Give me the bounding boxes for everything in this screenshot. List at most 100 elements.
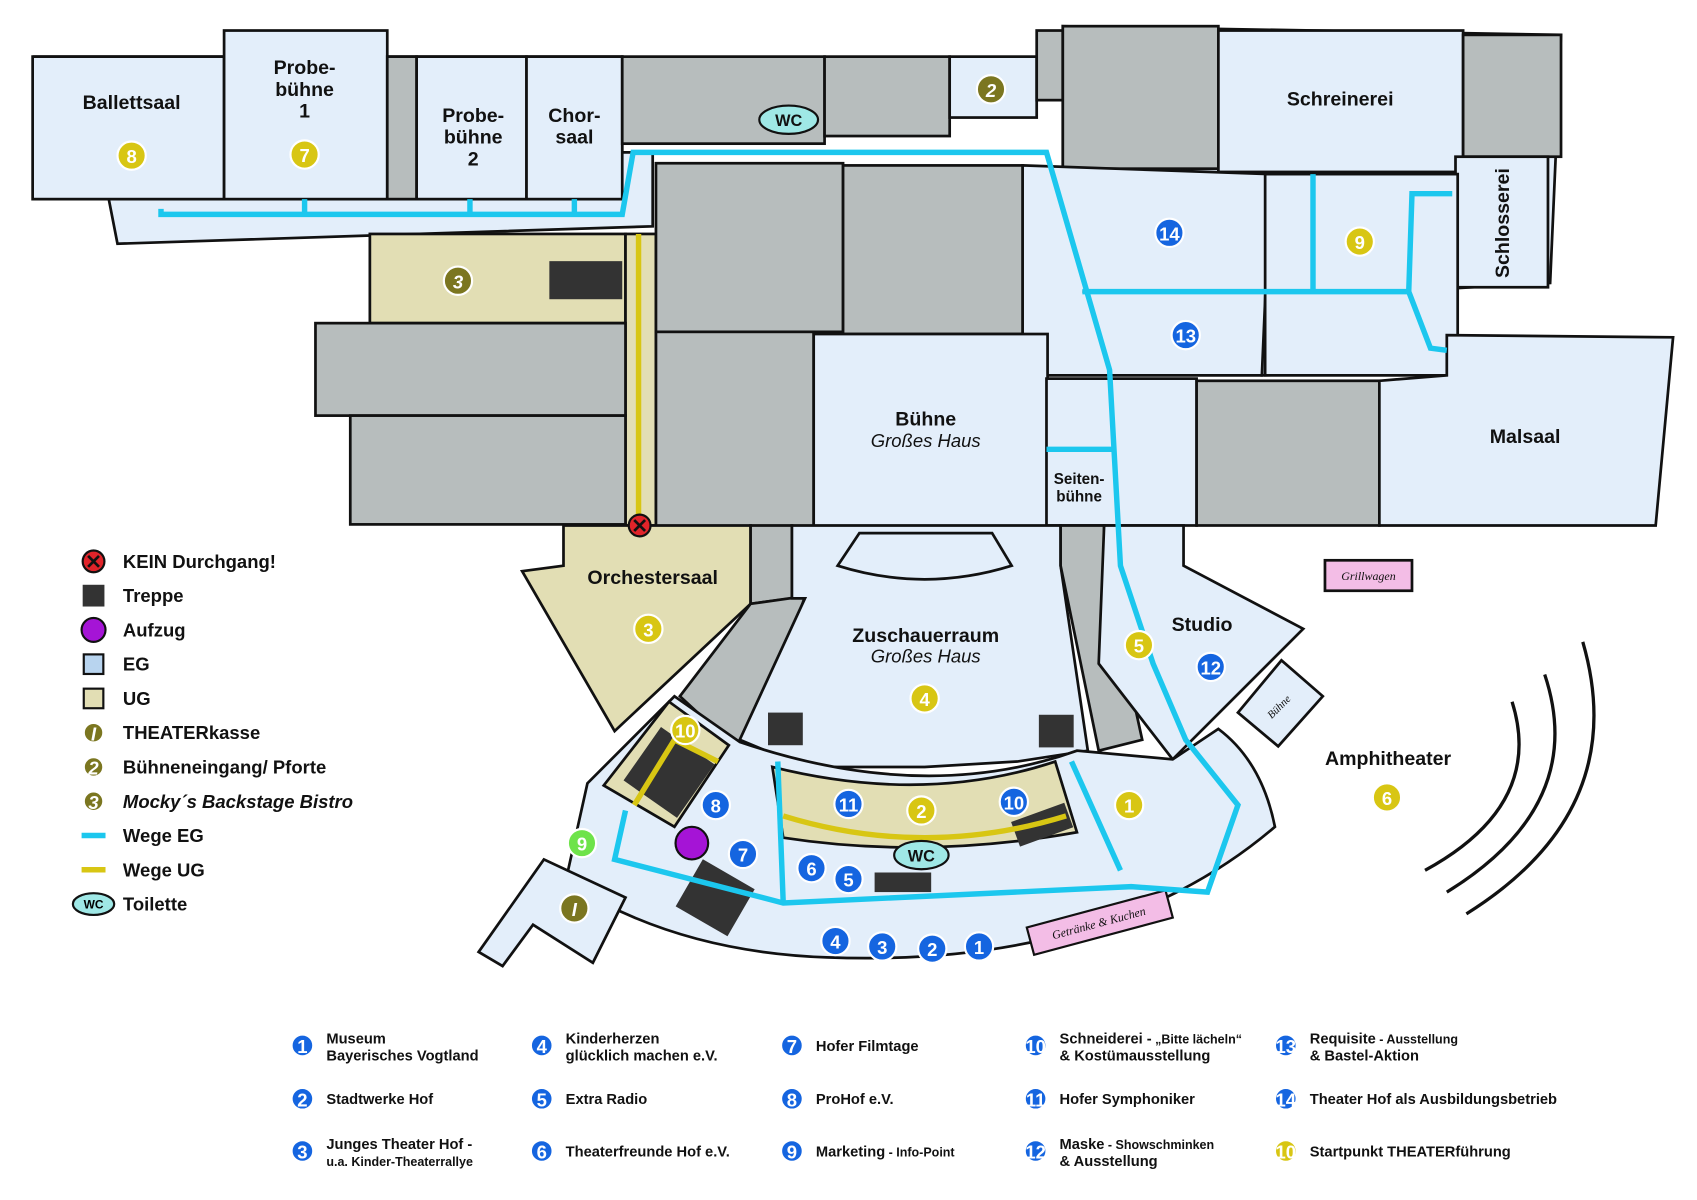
marker-7-b[interactable]: 7 (779, 1033, 804, 1058)
marker-number: 3 (453, 271, 464, 292)
marker-I-o[interactable]: I (559, 893, 590, 924)
key-item-7: 7 Hofer Filmtage (779, 1033, 919, 1058)
marker-1-b[interactable]: 1 (290, 1033, 315, 1058)
marker-8-b[interactable]: 8 (700, 789, 732, 821)
marker-14-b[interactable]: 14 (1154, 217, 1185, 249)
marker-12-b[interactable]: 12 (1195, 651, 1226, 683)
key-label: Hofer Filmtage (816, 1039, 919, 1055)
marker-11-b[interactable]: 11 (1023, 1086, 1048, 1111)
marker-8-y[interactable]: 8 (116, 140, 147, 171)
room-probebuehne-1[interactable] (222, 29, 389, 201)
label-studio: Studio (1172, 614, 1233, 636)
marker-number: 6 (1382, 788, 1392, 809)
marker-3-o[interactable]: 3 (442, 265, 474, 296)
label-malsaal: Malsaal (1490, 426, 1561, 448)
marker-2-o[interactable]: 2 (82, 756, 105, 779)
room-malsaal[interactable] (1377, 333, 1675, 527)
marker-number: 2 (927, 939, 937, 960)
label-probe2-b: bühne (444, 127, 503, 149)
marker-number: 6 (806, 859, 816, 880)
room-schreinerei[interactable] (1216, 29, 1465, 174)
marker-4-y[interactable]: 4 (909, 683, 940, 714)
legend-label: EG (123, 654, 150, 675)
marker-number: 3 (877, 937, 887, 958)
marker-number: 14 (1276, 1089, 1297, 1110)
marker-4-b[interactable]: 4 (529, 1033, 554, 1058)
label-zuschauerraum: Zuschauerraum (852, 625, 999, 647)
paths (158, 149, 1453, 906)
marker-5-b[interactable]: 5 (529, 1086, 554, 1111)
room-studio[interactable] (1097, 524, 1306, 762)
marker-2-o[interactable]: 2 (975, 74, 1007, 105)
marker-5-y[interactable]: 5 (1123, 629, 1155, 661)
marker-2-b[interactable]: 2 (290, 1086, 315, 1111)
marker-2: 2 (82, 756, 105, 779)
room-ballettsaal[interactable] (31, 55, 226, 201)
marker-number: 13 (1175, 326, 1196, 347)
label-buehne-sub: Großes Haus (871, 430, 981, 451)
marker-1-y[interactable]: 1 (1113, 789, 1145, 821)
key-label: Junges Theater Hof - (326, 1137, 472, 1153)
marker-3-y[interactable]: 3 (633, 613, 664, 645)
room-buehne[interactable] (812, 332, 1049, 532)
marker-4-b[interactable]: 4 (820, 925, 851, 957)
marker-2-b[interactable]: 2 (917, 933, 948, 964)
marker-number: 11 (839, 795, 859, 816)
marker-number: 6 (537, 1142, 547, 1163)
ug-swatch-icon (82, 687, 105, 710)
marker-9-b[interactable]: 9 (779, 1139, 804, 1163)
marker-10-y[interactable]: 10 (670, 714, 701, 746)
room-chorsaal[interactable] (525, 55, 624, 201)
marker-6-b[interactable]: 6 (529, 1139, 554, 1163)
marker-number: 10 (1276, 1142, 1297, 1163)
building-rooms (31, 24, 1675, 968)
marker-14-b[interactable]: 14 (1273, 1086, 1298, 1111)
marker-9-y[interactable]: 9 (1344, 226, 1376, 257)
wc-icon-label: WC (84, 897, 104, 911)
theaterkasse-area[interactable] (476, 857, 628, 968)
marker-number: 2 (916, 801, 926, 822)
marker-7-y[interactable]: 7 (289, 139, 320, 170)
marker-3-b[interactable]: 3 (866, 931, 898, 962)
marker-9-g[interactable]: 9 (566, 827, 598, 859)
marker-3-b[interactable]: 3 (290, 1139, 315, 1163)
marker-3-o[interactable]: 3 (82, 790, 105, 813)
marker-12-b[interactable]: 12 (1023, 1139, 1048, 1163)
marker-13-b[interactable]: 13 (1273, 1033, 1298, 1058)
marker-8-b[interactable]: 8 (779, 1086, 804, 1111)
marker-2-y[interactable]: 2 (906, 795, 937, 826)
marker-10-b[interactable]: 10 (998, 786, 1030, 818)
marker-11-b[interactable]: 11 (833, 788, 864, 820)
marker-6-b[interactable]: 6 (796, 852, 827, 884)
wc-icon (758, 104, 820, 135)
key-sublabel: glücklich machen e.V. (566, 1049, 718, 1065)
marker-6-y[interactable]: 6 (1371, 782, 1403, 813)
room-probebuehne-2[interactable] (415, 55, 528, 201)
marker-10-y[interactable]: 10 (1273, 1139, 1298, 1163)
marker-5-b[interactable]: 5 (833, 863, 864, 895)
eg-swatch-icon (82, 653, 105, 676)
marker-10-b[interactable]: 10 (1023, 1033, 1048, 1058)
legend-item: Wege UG (81, 859, 205, 880)
key-label: Museum (326, 1031, 386, 1047)
label-seitenbuehne: Seiten- (1054, 471, 1105, 488)
marker-I-o[interactable]: I (82, 721, 105, 744)
legend-label: Treppe (123, 585, 184, 606)
marker-number: 2 (297, 1089, 307, 1110)
marker-13-b[interactable]: 13 (1170, 319, 1201, 351)
marker-number: I (91, 723, 97, 744)
label-chorsaal-b: saal (555, 127, 593, 149)
marker-1-b[interactable]: 1 (963, 931, 995, 962)
label-zuschauerraum-sub: Großes Haus (871, 646, 981, 667)
marker-number: 7 (299, 145, 309, 166)
label-probe1: Probe- (274, 57, 336, 79)
key-label: Maske - Showschminken (1060, 1137, 1215, 1153)
marker-7-b[interactable]: 7 (727, 838, 759, 870)
label-probe1-c: 1 (299, 101, 310, 123)
